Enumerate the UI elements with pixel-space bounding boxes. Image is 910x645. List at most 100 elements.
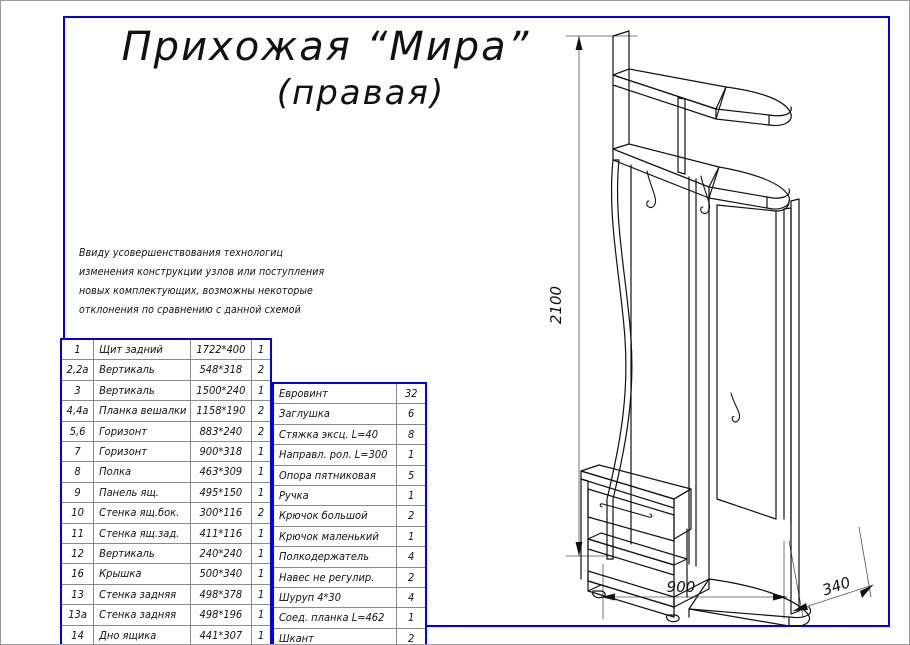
parts-cell-name: Стенка задняя <box>93 604 191 626</box>
right-side-panel <box>790 198 800 615</box>
hardware-cell-qty: 6 <box>396 403 427 425</box>
parts-cell-dim: 495*150 <box>189 481 253 504</box>
parts-cell-qty: 1 <box>251 441 272 463</box>
parts-cell-qty: 1 <box>251 604 272 626</box>
parts-cell-pos: 13 <box>60 583 95 606</box>
parts-cell-pos: 11 <box>60 522 95 545</box>
shelf-dividers <box>612 68 686 175</box>
hardware-cell-name: Заглушка <box>272 403 398 425</box>
hardware-cell-qty: 4 <box>396 546 427 568</box>
dimension-lines <box>565 35 874 620</box>
parts-cell-pos: 14 <box>60 624 95 644</box>
hardware-cell-qty: 8 <box>396 423 427 446</box>
furniture-isometric-drawing: 2100 900 340 <box>547 30 874 627</box>
parts-cell-dim: 1722*400 <box>189 338 253 361</box>
parts-cell-name: Вертикаль <box>93 543 191 565</box>
parts-cell-name: Крышка <box>93 563 191 585</box>
hardware-cell-qty: 1 <box>396 485 427 507</box>
parts-cell-pos: 10 <box>60 502 95 524</box>
parts-cell-pos: 7 <box>60 441 95 463</box>
parts-cell-pos: 9 <box>60 481 95 504</box>
hardware-cell-qty: 2 <box>396 505 427 527</box>
parts-cell-name: Панель ящ. <box>93 481 191 504</box>
hardware-cell-name: Евровинт <box>272 382 398 405</box>
cabinet-feet <box>592 590 680 623</box>
parts-cell-name: Горизонт <box>93 420 191 443</box>
hardware-cell-name: Крючок маленький <box>272 525 398 548</box>
width-dimension-label: 900 <box>667 578 696 596</box>
hardware-cell-qty: 1 <box>396 607 427 629</box>
dimension-arrowheads <box>575 36 873 611</box>
parts-cell-qty: 2 <box>251 400 272 422</box>
parts-cell-dim: 883*240 <box>189 420 253 443</box>
hardware-cell-name: Соед. планка L=462 <box>272 607 398 629</box>
lower-shelf-2 <box>587 570 675 608</box>
parts-cell-qty: 1 <box>251 338 272 361</box>
parts-cell-pos: 12 <box>60 543 95 565</box>
parts-cell-pos: 4,4а <box>60 400 95 422</box>
page-title: Прихожая “Мира” <box>121 24 531 70</box>
parts-cell-qty: 1 <box>251 379 272 402</box>
parts-cell-pos: 16 <box>60 563 95 585</box>
cabinet-geometry <box>565 30 874 627</box>
parts-cell-name: Стенка ящ.бок. <box>93 502 191 524</box>
parts-cell-name: Стенка задняя <box>93 583 191 606</box>
parts-cell-name: Вертикаль <box>93 379 191 402</box>
parts-cell-qty: 1 <box>251 481 272 504</box>
coat-hooks <box>646 170 741 423</box>
parts-cell-dim: 1158*190 <box>189 400 253 422</box>
page-subtitle: (правая) <box>276 73 446 113</box>
mirror-panel <box>716 200 792 525</box>
hardware-cell-name: Стяжка эксц. L=40 <box>272 423 398 446</box>
base-shelf <box>673 578 812 627</box>
hook-small-1 <box>730 392 741 423</box>
parts-cell-dim: 441*307 <box>189 624 253 644</box>
parts-cell-dim: 500*340 <box>189 563 253 585</box>
parts-cell-qty: 1 <box>251 522 272 545</box>
hardware-cell-name: Опора пятниковая <box>272 464 398 487</box>
depth-dimension-label: 340 <box>820 573 853 599</box>
parts-cell-name: Вертикаль <box>93 359 191 381</box>
table-row: Навес не регулир.2 <box>272 566 427 589</box>
hardware-cell-name: Крючок большой <box>272 505 398 527</box>
disclaimer-line-1: Ввиду усовершенствования технологиц <box>79 247 283 259</box>
parts-cell-qty: 2 <box>251 502 272 524</box>
hanger-back-panel <box>630 164 710 580</box>
parts-cell-qty: 1 <box>251 583 272 606</box>
hardware-cell-qty: 32 <box>396 382 427 405</box>
hardware-cell-qty: 4 <box>396 587 427 609</box>
hardware-cell-name: Навес не регулир. <box>272 566 398 589</box>
parts-cell-dim: 1500*240 <box>189 379 253 402</box>
top-shelf <box>612 30 792 127</box>
height-dimension-label: 2100 <box>547 286 565 324</box>
parts-cell-pos: 3 <box>60 379 95 402</box>
drawer-handle <box>599 503 653 518</box>
parts-cell-qty: 1 <box>251 563 272 585</box>
parts-cell-dim: 240*240 <box>189 543 253 565</box>
left-curved-side-panel <box>606 159 633 560</box>
title-block: Прихожая “Мира” (правая) <box>91 23 561 115</box>
parts-cell-dim: 498*378 <box>189 583 253 606</box>
parts-cell-name: Щит задний <box>93 338 191 361</box>
parts-cell-qty: 1 <box>251 543 272 565</box>
hardware-cell-qty: 2 <box>396 627 427 644</box>
parts-cell-dim: 548*318 <box>189 359 253 381</box>
